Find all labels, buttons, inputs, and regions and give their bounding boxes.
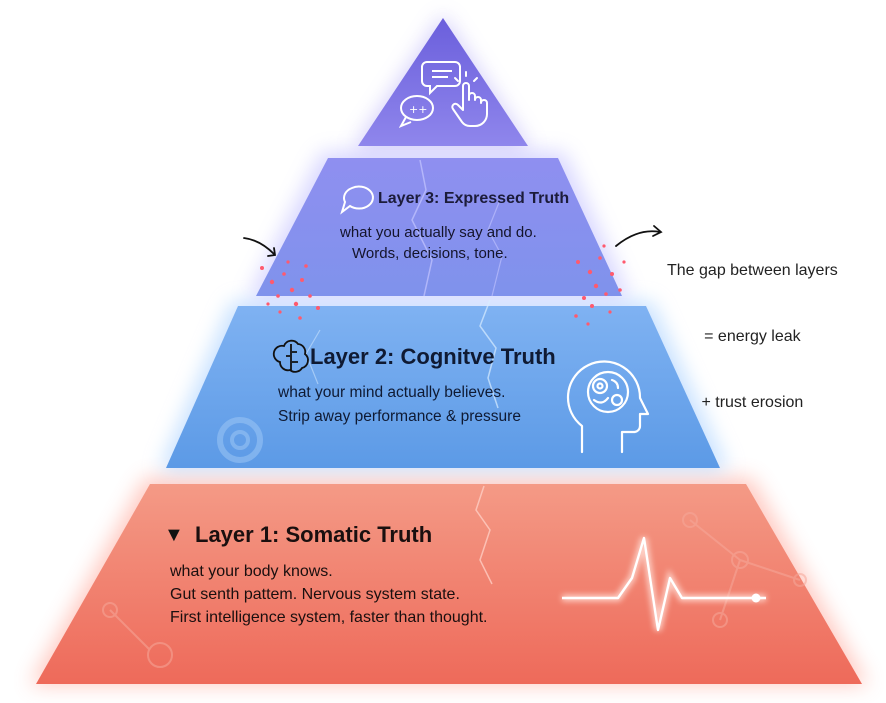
- layer1-title: Layer 1: Somatic Truth: [195, 522, 433, 547]
- gap-annotation-line2: = energy leak: [704, 328, 801, 345]
- gap-annotation: The gap between layers = energy leak + t…: [667, 216, 838, 436]
- network-decoration: [102, 512, 807, 668]
- energy-leak-particles-left: [260, 260, 320, 320]
- pyramid-layer3: [256, 158, 622, 296]
- gear-decoration: [217, 417, 263, 463]
- layer2-desc-line1: what your mind actually believes.: [278, 384, 506, 401]
- layer1-desc-line1: what your body knows.: [170, 563, 333, 580]
- hand-pointer-icon: [451, 71, 488, 127]
- pyramid-layer1: [36, 484, 862, 684]
- heartbeat-pulse-icon: [562, 536, 766, 632]
- arrow-left-icon: [243, 237, 277, 257]
- layer3-description: what you actually say and do. Words, dec…: [340, 222, 537, 264]
- energy-leak-particles-right: [574, 244, 626, 326]
- layer2-desc-line2: Strip away performance & pressure: [278, 408, 521, 425]
- chat-bubble-icon: [421, 61, 461, 96]
- layer2-description: what your mind actually believes. Strip …: [278, 381, 521, 429]
- head-with-brain-gears-icon: [566, 360, 650, 454]
- crack-line: [479, 299, 499, 409]
- layer2-title: Layer 2: Cognitve Truth: [310, 344, 556, 369]
- chat-bubble-icon: ++: [398, 95, 434, 128]
- arrow-right-icon: [615, 225, 663, 247]
- triangle-marker-icon: ▼: [164, 524, 184, 546]
- crack-line: [487, 199, 503, 297]
- layer1-description: what your body knows. Gut senth pattem. …: [170, 560, 487, 629]
- layer3-title: Layer 3: Expressed Truth: [378, 190, 570, 207]
- crack-line: [411, 159, 433, 297]
- gap-annotation-line3: + trust erosion: [701, 394, 804, 411]
- layer1-desc-line3: First intelligence system, faster than t…: [170, 609, 488, 626]
- speech-bubble-icon: [340, 185, 374, 215]
- layer1-desc-line2: Gut senth pattem. Nervous system state.: [170, 586, 460, 603]
- svg-text:++: ++: [409, 103, 427, 116]
- brain-icon: [272, 339, 309, 373]
- gap-annotation-line1: The gap between layers: [667, 262, 838, 279]
- crack-line: [475, 485, 493, 585]
- pyramid-top-tier: [358, 18, 528, 146]
- layer3-desc-line1: what you actually say and do.: [340, 224, 537, 241]
- layer3-desc-line2: Words, decisions, tone.: [352, 245, 508, 262]
